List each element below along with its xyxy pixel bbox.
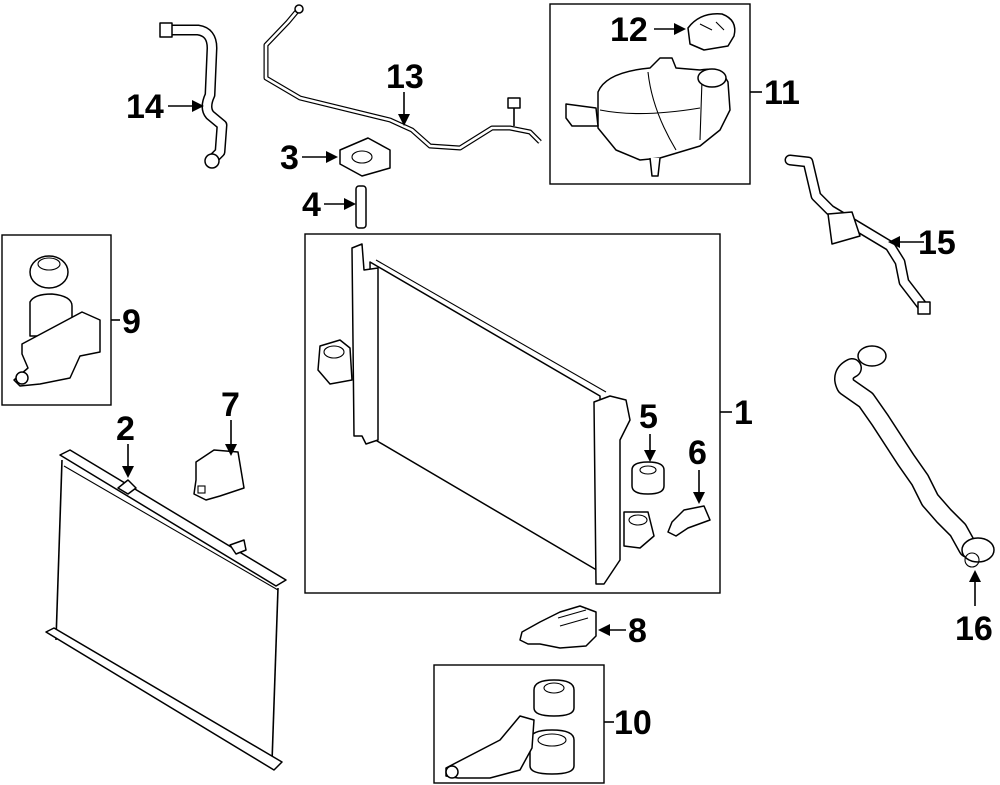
callout-1[interactable]: 1 (734, 394, 753, 432)
overflow-hose-illustration (263, 4, 542, 151)
group-box-reservoir (549, 3, 751, 185)
callout-labels: 1 2 3 4 5 6 7 8 9 10 11 12 13 14 15 16 (116, 11, 993, 742)
reservoir-cap-illustration (687, 13, 736, 51)
callout-12[interactable]: 12 (610, 11, 648, 49)
lower-hose-illustration (834, 345, 995, 568)
radiator-support-frame-illustration (45, 449, 287, 771)
radiator-assembly-illustration (317, 243, 655, 585)
callout-14[interactable]: 14 (126, 88, 164, 126)
mount-kit-left-illustration (13, 255, 101, 387)
upper-mount-bracket-illustration (339, 137, 391, 177)
bypass-hose-illustration (159, 22, 228, 169)
coolant-reservoir-illustration (565, 57, 731, 177)
callout-7[interactable]: 7 (221, 386, 240, 424)
lower-bracket-illustration (667, 505, 711, 537)
callout-4[interactable]: 4 (302, 186, 321, 224)
group-box-radiator (304, 233, 721, 594)
lower-mount-illustration (519, 605, 597, 649)
callout-5[interactable]: 5 (639, 398, 658, 436)
callout-3[interactable]: 3 (280, 139, 299, 177)
callout-8[interactable]: 8 (628, 612, 647, 650)
rubber-insulator-illustration (631, 461, 665, 495)
callout-11[interactable]: 11 (764, 74, 800, 112)
group-box-mount-kit-lower (433, 664, 605, 784)
upper-bracket-illustration (193, 449, 245, 501)
callout-6[interactable]: 6 (688, 434, 707, 472)
callout-10[interactable]: 10 (614, 704, 652, 742)
callout-15[interactable]: 15 (918, 224, 956, 262)
mount-kit-lower-illustration (445, 679, 575, 779)
callout-9[interactable]: 9 (122, 303, 141, 341)
leader-lines (111, 23, 981, 723)
callout-13[interactable]: 13 (386, 58, 424, 96)
upper-hose-illustration (784, 154, 931, 315)
callout-2[interactable]: 2 (116, 410, 135, 448)
callout-16[interactable]: 16 (955, 610, 993, 648)
drain-pin-illustration (355, 185, 367, 229)
